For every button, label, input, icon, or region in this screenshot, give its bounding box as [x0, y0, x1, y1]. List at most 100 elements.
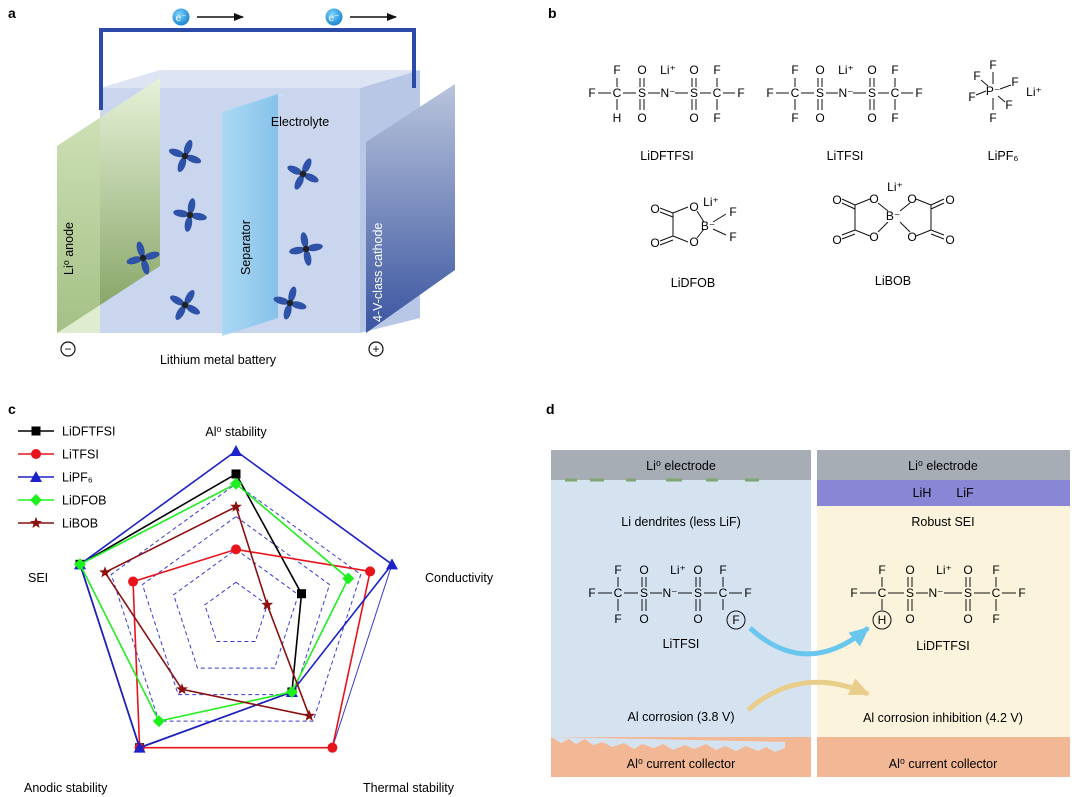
legend-label-lidftfsi: LiDFTFSI: [62, 425, 115, 439]
anode-edge: [57, 118, 100, 333]
structure-litfsi: [776, 78, 913, 110]
svg-text:S: S: [868, 86, 876, 100]
legend-label-libob: LiBOB: [62, 517, 98, 531]
right-lih-lif-layer: [817, 480, 1070, 506]
grid-ring-5: [79, 450, 393, 749]
svg-text:F: F: [791, 63, 798, 77]
structure-lidfob: [659, 206, 727, 246]
svg-text:F: F: [891, 111, 898, 125]
legend-marker-litfsi: [31, 449, 41, 459]
atoms-litfsi: F C F F S O O N⁻ Li⁺ S O O C F F F: [766, 63, 922, 125]
series-line-libob: [103, 505, 311, 717]
point-litfsi-0: [231, 544, 241, 555]
point-libob-4: [99, 566, 111, 578]
svg-text:e⁻: e⁻: [329, 13, 340, 24]
svg-text:F: F: [729, 230, 736, 244]
atoms-lipf6: P⁻ F F F F F F Li⁺: [968, 58, 1042, 125]
svg-text:F: F: [713, 63, 720, 77]
atoms-libob: O O O O B⁻ Li⁺ O O O O: [832, 180, 954, 247]
electron-1: e⁻: [172, 8, 190, 26]
svg-text:F: F: [614, 612, 621, 626]
svg-text:B⁻: B⁻: [701, 219, 715, 233]
radar-chart: [74, 445, 398, 753]
legend-marker-libob: [30, 516, 42, 528]
svg-text:O: O: [905, 563, 914, 577]
svg-text:F: F: [744, 586, 751, 600]
svg-text:O: O: [832, 193, 841, 207]
svg-text:e⁻: e⁻: [176, 13, 187, 24]
svg-text:F: F: [850, 586, 857, 600]
grid-ring-4: [110, 483, 362, 722]
battery-caption: Lithium metal battery: [160, 353, 277, 367]
point-libob-3: [176, 683, 188, 695]
svg-text:O: O: [650, 202, 659, 216]
right-collector-label: Al⁰ current collector: [889, 757, 998, 771]
axis-label-anodic-stability: Anodic stability: [24, 781, 108, 795]
separator-label: Separator: [239, 220, 253, 275]
svg-text:O: O: [689, 235, 698, 249]
point-lipf-3: [133, 741, 146, 753]
svg-text:S: S: [906, 586, 914, 600]
minus-terminal: −: [60, 341, 76, 357]
svg-text:F: F: [968, 90, 975, 104]
svg-text:F: F: [878, 563, 885, 577]
svg-text:O: O: [907, 192, 916, 206]
svg-text:C: C: [713, 86, 722, 100]
series-line-lidfob: [78, 482, 350, 723]
panel-d: d Li⁰ electrode Li dendrites (less LiF) …: [546, 401, 1070, 777]
point-lidfob-2: [285, 685, 298, 698]
substitution-arrow: [748, 626, 870, 657]
lih-label: LiH: [913, 486, 932, 500]
svg-text:O: O: [693, 612, 702, 626]
svg-text:C: C: [719, 586, 728, 600]
svg-text:Li⁺: Li⁺: [703, 195, 719, 209]
plus-terminal: +: [368, 341, 384, 357]
svg-text:F: F: [713, 111, 720, 125]
legend-label-lidfob: LiDFOB: [62, 494, 106, 508]
name-libob: LiBOB: [875, 274, 911, 288]
svg-text:Li⁺: Li⁺: [670, 563, 686, 577]
cathode-label: 4-V-class cathode: [371, 223, 385, 322]
axis-label-sei: SEI: [28, 571, 48, 585]
point-lidftfsi-0: [231, 469, 241, 479]
structure-lidftfsi: [598, 78, 735, 110]
legend-label-litfsi: LiTFSI: [62, 448, 99, 462]
point-libob-1: [261, 598, 274, 610]
svg-text:O: O: [639, 612, 648, 626]
name-litfsi: LiTFSI: [827, 149, 864, 163]
svg-text:C: C: [613, 86, 622, 100]
svg-text:F: F: [719, 563, 726, 577]
svg-text:+: +: [372, 342, 379, 356]
svg-text:F: F: [1011, 75, 1018, 89]
svg-text:C: C: [614, 586, 623, 600]
right-electrode-label: Li⁰ electrode: [908, 459, 978, 473]
svg-text:S: S: [964, 586, 972, 600]
panel-label-a: a: [8, 5, 16, 21]
grid-ring-3: [141, 515, 331, 696]
svg-text:S: S: [638, 86, 646, 100]
svg-text:O: O: [639, 563, 648, 577]
left-dendrites-label: Li dendrites (less LiF): [621, 515, 741, 529]
svg-text:O: O: [832, 233, 841, 247]
svg-text:N⁻: N⁻: [661, 86, 676, 100]
right-inhibition-label: Al corrosion inhibition (4.2 V): [863, 711, 1023, 725]
svg-text:F: F: [791, 111, 798, 125]
structure-litfsi-d: [598, 577, 746, 630]
point-libob-2: [303, 709, 316, 721]
grid-ring-2: [173, 548, 299, 669]
svg-text:O: O: [815, 63, 824, 77]
point-litfsi-1: [365, 566, 376, 577]
svg-text:O: O: [689, 111, 698, 125]
svg-text:F: F: [989, 58, 996, 72]
svg-text:F: F: [992, 563, 999, 577]
atoms-litfsi-d: F C F F S O O N⁻ Li⁺ S O O C F F F: [588, 563, 751, 627]
radar-axis-labels: Al⁰ stability Conductivity Thermal stabi…: [24, 425, 494, 795]
svg-text:F: F: [891, 63, 898, 77]
axis-label-conductivity: Conductivity: [425, 571, 494, 585]
svg-text:F: F: [729, 205, 736, 219]
external-circuit-wire: [99, 28, 416, 110]
svg-text:Li⁺: Li⁺: [838, 63, 854, 77]
point-lidfob-3: [152, 715, 165, 728]
svg-text:F: F: [588, 586, 595, 600]
point-lipf-0: [230, 445, 242, 456]
